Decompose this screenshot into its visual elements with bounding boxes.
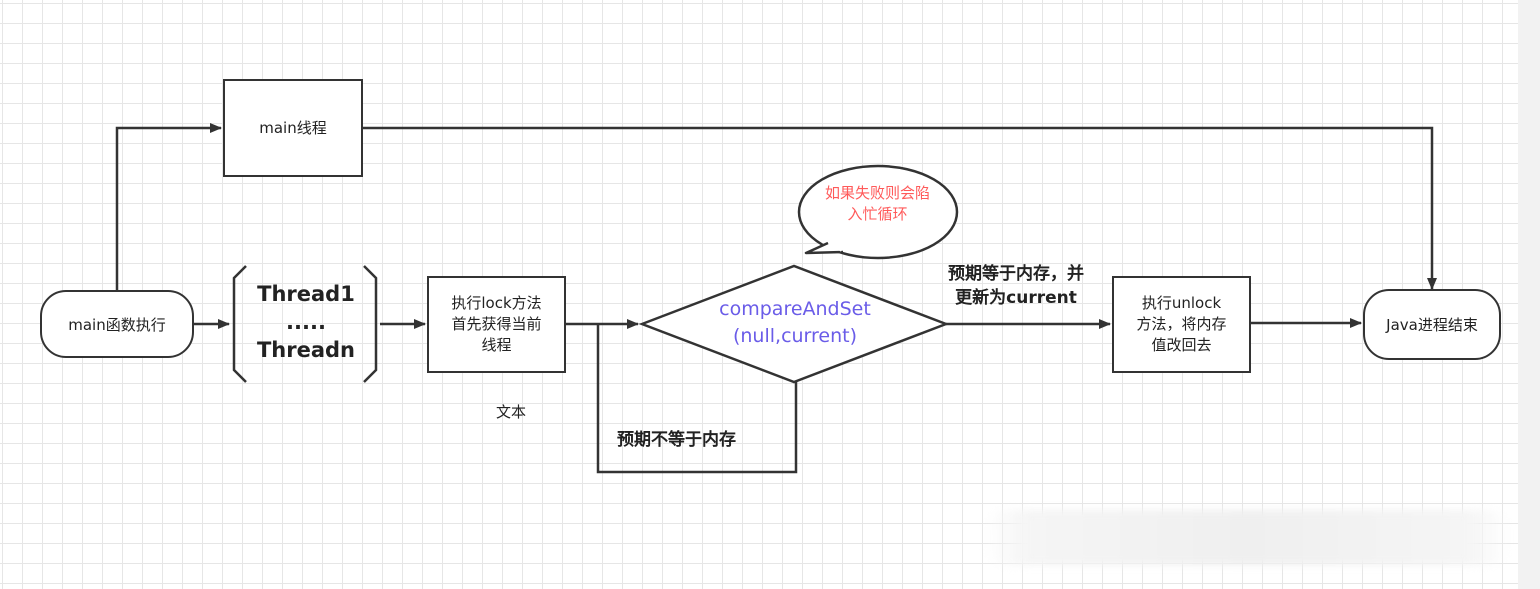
thread-ellipsis-label: ..... [286,310,326,334]
java-end-node[interactable]: Java进程结束 [1363,289,1501,360]
equal-label: 预期等于内存，并 更新为current [930,262,1102,310]
edge-loop-not-equal [596,324,798,474]
main-thread-label: main线程 [259,118,327,137]
callout-line-2: 入忙循环 [847,205,908,223]
unlock-line-1: 执行unlock [1141,294,1222,312]
unlock-method-node[interactable]: 执行unlock 方法，将内存 值改回去 [1112,276,1251,373]
thread-group-node[interactable]: Thread1 ..... Threadn [236,280,376,364]
lock-line-2: 首先获得当前 [451,315,542,333]
unlock-line-3: 值改回去 [1151,336,1212,354]
blurred-watermark [985,510,1510,565]
text-placeholder-label: 文本 [496,403,527,421]
not-equal-label: 预期不等于内存 [617,430,736,450]
equal-line-2: 更新为current [955,288,1077,308]
thread-first-label: Thread1 [257,282,355,306]
compare-text[interactable]: compareAndSet (null,current) [660,296,930,350]
right-bracket [363,265,378,383]
thread-last-label: Threadn [256,338,356,362]
callout-line-1: 如果失败则会陷 [824,184,930,202]
equal-line-1: 预期等于内存，并 [948,264,1084,284]
main-thread-node[interactable]: main线程 [223,79,363,177]
edge-thread-to-end [363,126,1437,290]
callout-text: 如果失败则会陷 入忙循环 [800,183,955,225]
compare-line-1: compareAndSet [719,298,871,320]
java-end-label: Java进程结束 [1386,316,1478,334]
compare-diamond [638,264,950,384]
left-bracket [232,265,247,383]
callout-bubble [797,164,959,260]
callout-tail [804,241,844,255]
edge-main-to-thread [115,123,222,290]
main-exec-label: main函数执行 [68,315,166,334]
lock-method-node[interactable]: 执行lock方法 首先获得当前 线程 [427,276,566,373]
compare-line-2: (null,current) [732,325,858,347]
main-exec-node[interactable]: main函数执行 [40,290,194,358]
unlock-line-2: 方法，将内存 [1136,315,1227,333]
lock-line-3: 线程 [481,336,512,354]
lock-line-1: 执行lock方法 [451,294,542,312]
canvas-scroll-edge [1518,0,1540,589]
